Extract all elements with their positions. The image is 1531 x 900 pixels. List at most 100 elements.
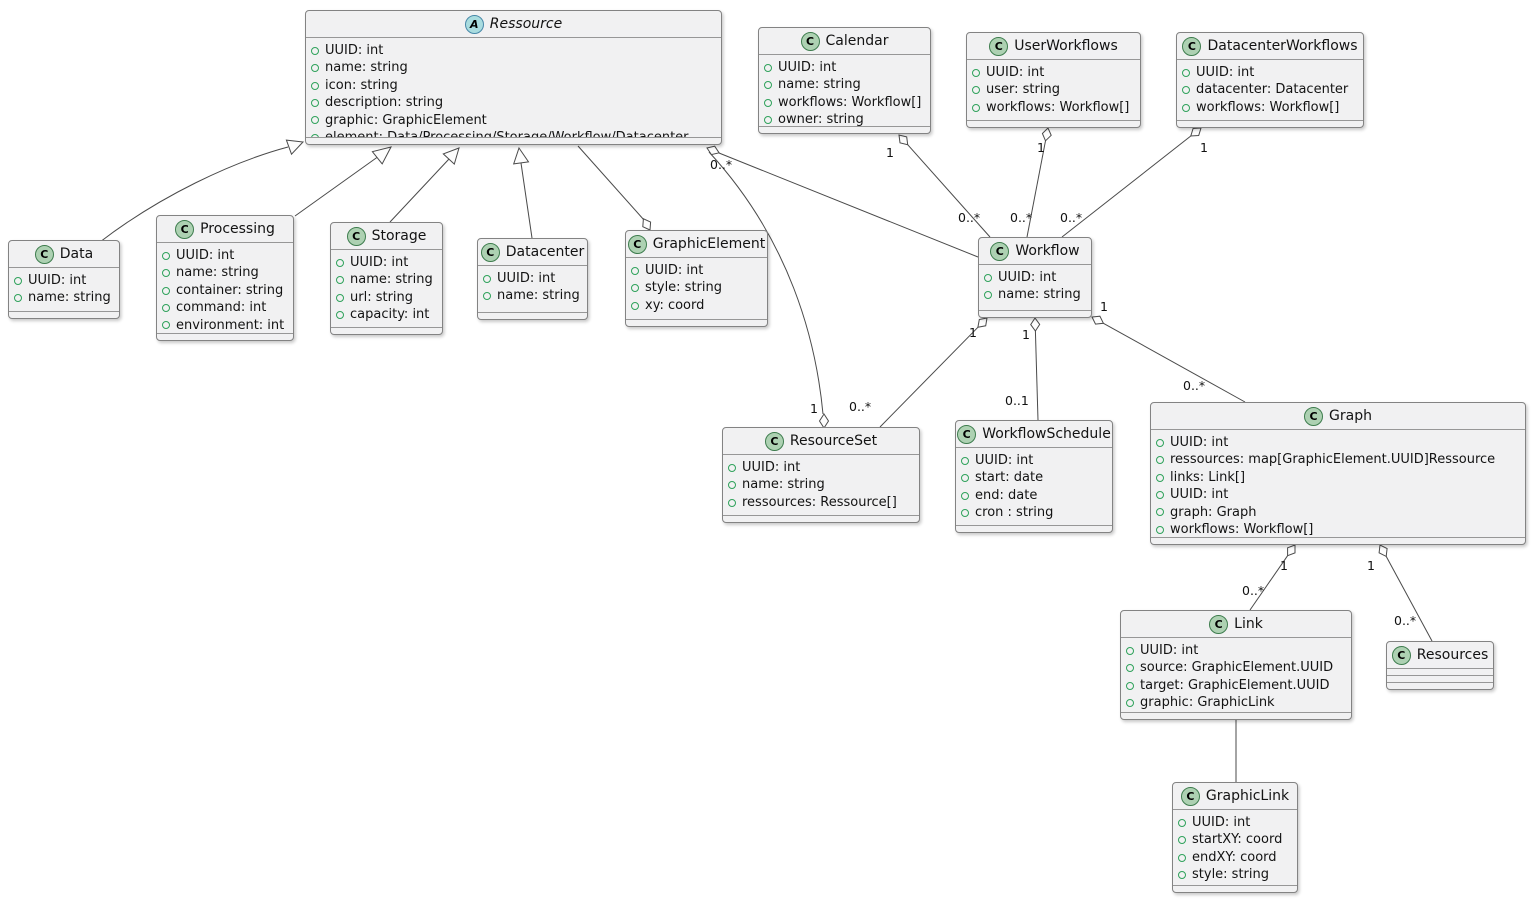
attribute-text: UUID: int — [1196, 65, 1255, 80]
class-workflow-header: C Workflow — [979, 238, 1091, 265]
attributes-compartment: UUID: int startXY: coord endXY: coord st… — [1173, 810, 1297, 885]
attribute-text: UUID: int — [778, 60, 837, 75]
attribute-text: workflows: Workflow[] — [1170, 522, 1314, 537]
attribute-row: user: string — [972, 81, 1134, 98]
attribute-row: cron : string — [961, 504, 1106, 521]
field-visibility-icon — [1156, 473, 1164, 482]
multiplicity-ressource-side: 0..* — [710, 157, 733, 172]
multiplicity-graph-workflow-side: 0..* — [1183, 378, 1206, 393]
field-visibility-icon — [728, 463, 736, 472]
class-resources[interactable]: C Resources — [1386, 641, 1494, 690]
attribute-text: icon: string — [325, 77, 398, 93]
class-graphicelement-header: C GraphicElement — [626, 231, 767, 258]
edge-graph-resources-aggregation — [1378, 544, 1433, 642]
attribute-row: datacenter: Datacenter — [1182, 81, 1357, 98]
attributes-compartment: UUID: int name: string container: string… — [157, 243, 293, 333]
attribute-row: style: string — [1178, 866, 1291, 883]
field-visibility-icon — [1156, 438, 1164, 447]
attribute-text: UUID: int — [742, 460, 801, 475]
attribute-text: UUID: int — [350, 255, 409, 270]
attribute-row: name: string — [162, 264, 287, 281]
attribute-row: UUID: int — [1182, 64, 1357, 81]
attribute-row: end: date — [961, 487, 1106, 504]
class-link[interactable]: C Link UUID: int source: GraphicElement.… — [1120, 610, 1352, 720]
field-visibility-icon — [764, 98, 772, 107]
attribute-row: workflows: Workflow[] — [1156, 521, 1519, 537]
class-datacenter[interactable]: C Datacenter UUID: int name: string — [477, 238, 588, 320]
class-workflowschedule[interactable]: C WorkflowSchedule UUID: int start: date… — [955, 420, 1113, 533]
class-storage[interactable]: C Storage UUID: int name: string url: st… — [330, 222, 443, 335]
field-visibility-icon — [728, 498, 736, 507]
attribute-row: ressources: Ressource[] — [728, 494, 913, 511]
field-visibility-icon — [631, 284, 639, 293]
attribute-text: name: string — [497, 288, 580, 304]
multiplicity-resourceset-workflow-side: 0..* — [849, 399, 872, 414]
attribute-text: UUID: int — [645, 263, 704, 278]
edge-userworkflows-workflow-aggregation — [1026, 127, 1052, 238]
attribute-text: UUID: int — [986, 65, 1045, 80]
attribute-text: workflows: Workflow[] — [778, 94, 922, 110]
attributes-compartment: UUID: int name: string workflows: Workfl… — [759, 55, 930, 126]
attribute-text: style: string — [645, 280, 723, 296]
methods-compartment — [956, 525, 1112, 532]
multiplicity-workflow-graph-side: 1 — [1100, 299, 1108, 314]
class-graphiclink[interactable]: C GraphicLink UUID: int startXY: coord e… — [1172, 782, 1298, 893]
attribute-text: name: string — [350, 272, 433, 288]
field-visibility-icon — [961, 491, 969, 500]
class-graph[interactable]: C Graph UUID: int ressources: map[Graphi… — [1150, 402, 1526, 545]
multiplicity-resourceset-ressource-side: 1 — [810, 401, 818, 416]
edge-ressource-resourceset-aggregation — [708, 151, 830, 429]
field-visibility-icon — [14, 276, 22, 285]
class-icon: C — [346, 226, 366, 246]
class-icon: C — [1209, 614, 1229, 634]
multiplicity-link-graph-side: 0..* — [1242, 583, 1265, 598]
class-name: DatacenterWorkflows — [1207, 38, 1358, 54]
class-graphicelement[interactable]: C GraphicElement UUID: int style: string… — [625, 230, 768, 327]
extra-compartment — [1387, 682, 1493, 689]
field-visibility-icon — [1126, 681, 1134, 690]
attribute-text: ressources: map[GraphicElement.UUID]Ress… — [1170, 452, 1496, 468]
attribute-text: UUID: int — [1140, 643, 1199, 658]
attribute-row: UUID: int — [984, 269, 1085, 286]
class-icon: C — [627, 234, 647, 254]
edge-calendar-workflow-aggregation — [898, 134, 991, 238]
class-name: Data — [59, 246, 94, 262]
attribute-text: UUID: int — [1170, 487, 1229, 503]
attribute-text: startXY: coord — [1192, 832, 1283, 848]
attribute-text: UUID: int — [497, 271, 556, 286]
class-resourceset[interactable]: C ResourceSet UUID: int name: string res… — [722, 427, 920, 523]
class-processing[interactable]: C Processing UUID: int name: string cont… — [156, 215, 294, 341]
attribute-row: capacity: int — [336, 306, 436, 323]
class-calendar[interactable]: C Calendar UUID: int name: string workfl… — [758, 27, 931, 134]
attribute-text: name: string — [176, 265, 259, 281]
field-visibility-icon — [631, 266, 639, 275]
class-datacenterworkflows[interactable]: C DatacenterWorkflows UUID: int datacent… — [1176, 32, 1364, 128]
attribute-row: UUID: int — [483, 270, 581, 287]
edge-graph-link-aggregation — [1249, 544, 1296, 611]
class-name: Datacenter — [505, 244, 585, 260]
attribute-text: ressources: Ressource[] — [742, 494, 897, 510]
class-icon: C — [1391, 645, 1411, 665]
class-processing-header: C Processing — [157, 216, 293, 243]
class-workflow[interactable]: C Workflow UUID: int name: string — [978, 237, 1092, 318]
attribute-row: UUID: int — [631, 262, 761, 279]
attribute-row: UUID: int — [961, 452, 1106, 469]
class-name: Graph — [1329, 408, 1372, 424]
edge-workflow-workflowschedule-aggregation — [1030, 317, 1041, 421]
attribute-text: links: Link[] — [1170, 469, 1246, 485]
attribute-row: links: Link[] — [1156, 469, 1519, 486]
attribute-row: url: string — [336, 289, 436, 306]
class-name: Ressource — [489, 16, 563, 32]
attribute-text: graphic: GraphicElement — [325, 112, 487, 128]
attribute-text: graph: Graph — [1170, 504, 1257, 520]
field-visibility-icon — [1156, 456, 1164, 465]
methods-compartment — [967, 120, 1140, 127]
field-visibility-icon — [972, 86, 980, 95]
field-visibility-icon — [311, 116, 319, 125]
class-data[interactable]: C Data UUID: int name: string — [8, 240, 120, 319]
class-ressource[interactable]: A Ressource UUID: int name: string icon:… — [305, 10, 722, 145]
field-visibility-icon — [1126, 698, 1134, 707]
class-icon: C — [764, 431, 784, 451]
attribute-text: capacity: int — [350, 307, 430, 323]
class-userworkflows[interactable]: C UserWorkflows UUID: int user: string w… — [966, 32, 1141, 128]
